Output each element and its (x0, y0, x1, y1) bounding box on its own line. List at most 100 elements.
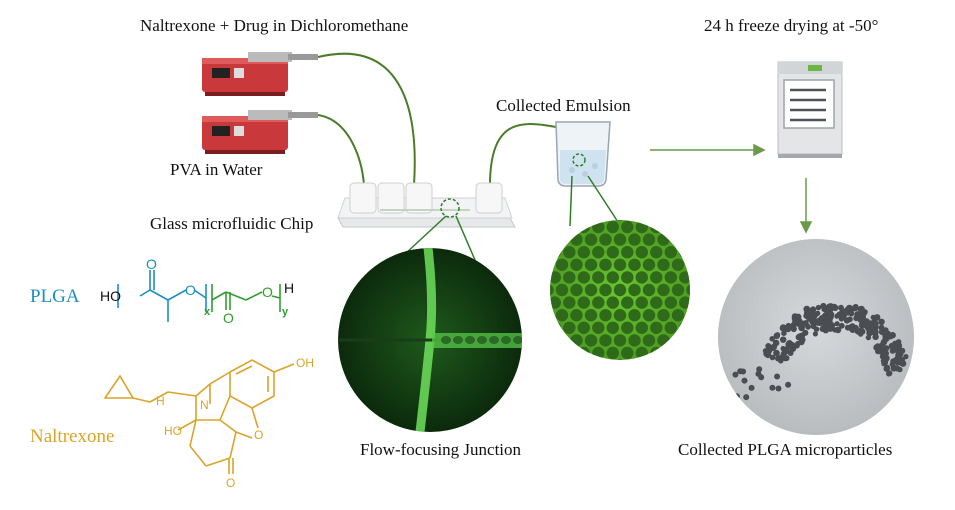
tubing (317, 52, 557, 186)
emulsion-droplet (671, 309, 685, 322)
emulsion-droplet (584, 220, 598, 221)
plga-microparticle (812, 331, 819, 337)
emulsion-droplet (527, 334, 539, 346)
emulsion-droplet (550, 321, 561, 334)
emulsion-droplet (592, 296, 605, 309)
emulsion-droplet (694, 196, 706, 208)
plga-microparticle (787, 343, 794, 350)
emulsion-droplet (613, 258, 627, 271)
emulsion-droplet (527, 259, 539, 271)
plga-carbonyl-o2: O (223, 310, 234, 326)
microparticles-label: Collected PLGA microparticles (678, 440, 893, 459)
emulsion-droplet (550, 283, 554, 297)
plga-microparticle (834, 321, 840, 327)
emulsion-droplet (592, 372, 604, 384)
emulsion-droplet (650, 372, 662, 384)
plga-microparticle (820, 302, 827, 310)
emulsion-droplet (606, 246, 619, 259)
emulsion-droplet (635, 296, 648, 309)
chip-label: Glass microfluidic Chip (150, 214, 314, 233)
emulsion-droplet (584, 309, 598, 322)
emulsion-droplet (715, 233, 727, 245)
emulsion-droplet (555, 233, 569, 246)
emulsion-droplet (621, 220, 634, 234)
pva-label: PVA in Water (170, 160, 263, 179)
emulsion-droplet (512, 208, 524, 220)
naltrexone-o-keto: O (226, 476, 236, 490)
emulsion-droplet (606, 296, 619, 309)
naltrexone-name: Naltrexone (30, 426, 115, 447)
plga-microparticle (899, 360, 907, 367)
emulsion-droplet (520, 196, 532, 208)
plga-microparticle (822, 312, 829, 320)
emulsion-droplet (628, 309, 641, 322)
emulsion-droplet (563, 196, 575, 208)
plga-microparticle (885, 330, 891, 336)
emulsion-droplet (563, 220, 576, 234)
emulsion-droplet (694, 221, 706, 233)
emulsion-droplet (534, 322, 546, 334)
naltrexone-oh-top: OH (296, 356, 314, 370)
emulsion-droplet (577, 346, 590, 360)
emulsion-droplet (665, 372, 677, 384)
flow-focusing-micrograph (338, 248, 522, 432)
emulsion-droplet (671, 258, 685, 271)
emulsion-droplet (628, 258, 641, 271)
plga-microparticle (809, 306, 817, 313)
plga-subscript-x: x (204, 306, 211, 318)
plga-microparticle (783, 355, 790, 362)
plga-microparticle (884, 364, 891, 371)
emulsion-micrograph (512, 196, 735, 384)
emulsion-droplet (577, 220, 590, 234)
emulsion-droplet (527, 359, 539, 371)
emulsion-droplet (679, 296, 690, 309)
freeze-drying-label: 24 h freeze drying at -50° (704, 16, 879, 35)
plga-carbonyl-o1: O (146, 256, 157, 272)
emulsion-droplet (550, 359, 554, 360)
emulsion-droplet (686, 334, 690, 347)
emulsion-droplet (650, 271, 663, 284)
plga-microparticle (769, 354, 776, 361)
emulsion-droplet (694, 347, 706, 359)
emulsion-droplet (527, 284, 539, 296)
plga-microparticle (838, 322, 845, 329)
emulsion-droplet (686, 309, 690, 322)
plga-microparticle (810, 323, 817, 330)
emulsion-droplet (584, 359, 598, 360)
plga-microparticle (873, 314, 881, 321)
syringe-pump-icon (202, 110, 318, 154)
emulsion-droplet (650, 296, 663, 309)
plga-microparticle (815, 304, 822, 311)
plga-microparticle (903, 354, 909, 360)
emulsion-droplet (708, 246, 720, 258)
emulsion-droplet (534, 221, 546, 233)
emulsion-droplet (534, 372, 546, 384)
plga-microparticle (883, 345, 890, 352)
emulsion-droplet (723, 271, 735, 283)
emulsion-droplet (563, 271, 576, 284)
emulsion-droplet (701, 309, 713, 321)
plga-microparticle (741, 377, 748, 384)
plga-microparticle (798, 324, 805, 332)
plga-microparticle (802, 329, 809, 336)
plga-microparticle (779, 324, 787, 331)
plga-structure (117, 270, 281, 322)
plga-microparticle (824, 325, 831, 332)
plga-microparticle (763, 348, 770, 355)
emulsion-droplet (694, 296, 706, 308)
plga-microparticle (819, 325, 826, 332)
emulsion-droplet (534, 246, 546, 258)
emulsion-droplet (550, 271, 561, 284)
emulsion-droplet (628, 359, 641, 360)
emulsion-droplet (584, 233, 598, 246)
emulsion-droplet (570, 334, 583, 347)
emulsion-droplet (534, 347, 546, 359)
plga-h: H (284, 280, 295, 296)
plga-microparticle (787, 350, 794, 356)
emulsion-droplet (664, 321, 677, 334)
plga-microparticle (884, 334, 891, 341)
emulsion-droplet (555, 334, 569, 347)
emulsion-droplet (621, 196, 633, 208)
emulsion-droplet (549, 196, 561, 208)
plga-microparticle (774, 373, 781, 380)
